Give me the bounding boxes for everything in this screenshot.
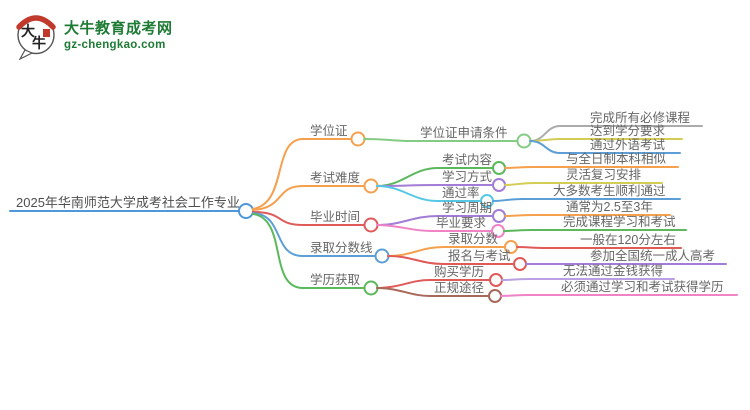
leaf-most-students-pass[interactable]: 大多数考生顺利通过 <box>553 183 666 198</box>
node-registration-and-exam[interactable]: 报名与考试 <box>448 248 511 263</box>
edge-complete-courses-and-exams <box>503 229 687 232</box>
node-degree-cert-requirements[interactable]: 学位证申请条件 <box>420 125 508 140</box>
leaf-meet-credit-requirements[interactable]: 达到学分要求 <box>590 123 666 138</box>
leaf-cannot-buy-with-money[interactable]: 无法通过金钱获得 <box>563 263 663 278</box>
diploma-acquisition-handle[interactable] <box>363 280 379 296</box>
node-diploma-acquisition[interactable]: 学历获取 <box>310 272 361 287</box>
site-logo[interactable]: 大 牛 大牛教育成考网 gz-chengkao.com <box>16 12 173 60</box>
node-study-period[interactable]: 学习周期 <box>442 200 492 215</box>
logo-icon: 大 牛 <box>16 15 56 60</box>
node-admission-score[interactable]: 录取分数 <box>448 231 499 246</box>
logo-bubble-tail <box>18 49 34 60</box>
node-study-method[interactable]: 学习方式 <box>442 169 493 184</box>
edge-most-students-pass <box>492 198 681 202</box>
edge-graduation-time <box>252 211 365 226</box>
leaf-flexible-review[interactable]: 灵活复习安排 <box>566 167 642 182</box>
admission-score-line-handle[interactable] <box>374 248 390 264</box>
leaf-must-study-and-exam[interactable]: 必须通过学习和考试获得学历 <box>561 279 724 294</box>
edge-around-120-points <box>516 246 682 249</box>
logo-char-2: 牛 <box>32 35 46 51</box>
degree-cert-requirements-handle[interactable] <box>516 133 532 149</box>
node-exam-difficulty[interactable]: 考试难度 <box>310 170 361 185</box>
root-handle[interactable] <box>238 203 254 219</box>
edge-degree-cert <box>252 138 352 210</box>
edge-pass-foreign-language-exam <box>529 140 681 154</box>
edge-admission-score-line <box>252 212 376 257</box>
registration-and-exam-handle[interactable] <box>513 257 527 271</box>
node-legit-path[interactable]: 正规途径 <box>434 280 484 295</box>
leaf-pass-foreign-language-exam[interactable]: 通过外语考试 <box>590 137 666 152</box>
study-period-handle[interactable] <box>492 209 506 223</box>
exam-content-handle[interactable] <box>492 161 506 175</box>
node-graduation-time[interactable]: 毕业时间 <box>310 210 360 224</box>
edge-registration-and-exam <box>387 255 515 265</box>
brand-domain: gz-chengkao.com <box>64 38 166 51</box>
brand-name: 大牛教育成考网 <box>64 20 173 38</box>
node-buy-diploma[interactable]: 购买学历 <box>434 264 484 279</box>
edge-graduation-requirements <box>376 224 493 232</box>
node-root[interactable]: 2025年华南师范大学成考社会工作专业 <box>16 195 240 210</box>
leaf-national-adult-exam[interactable]: 参加全国统一成人高考 <box>590 248 715 263</box>
edge-degree-cert-requirements <box>363 138 518 142</box>
exam-difficulty-handle[interactable] <box>363 178 379 194</box>
degree-cert-handle[interactable] <box>350 131 366 147</box>
edge-cannot-buy-with-money <box>501 278 675 281</box>
node-admission-score-line[interactable]: 录取分数线 <box>310 240 373 255</box>
logo-seal <box>43 29 50 37</box>
logo-char-1: 大 <box>21 23 35 39</box>
edge-exam-difficulty <box>252 185 365 211</box>
edge-must-study-and-exam <box>500 294 738 297</box>
leaf-similar-to-fulltime[interactable]: 与全日制本科相似 <box>566 151 667 166</box>
legit-path-handle[interactable] <box>488 289 502 303</box>
buy-diploma-handle[interactable] <box>489 273 503 287</box>
logo-red-arc <box>16 15 56 30</box>
leaf-around-120-points[interactable]: 一般在120分左右 <box>580 232 676 247</box>
node-pass-rate[interactable]: 通过率 <box>442 185 480 200</box>
leaf-complete-courses-and-exams[interactable]: 完成课程学习和考试 <box>563 214 676 229</box>
edge-pass-rate <box>376 185 482 202</box>
edge-legit-path <box>376 287 490 297</box>
graduation-time-handle[interactable] <box>363 217 379 233</box>
leaf-2-5-to-3-years[interactable]: 通常为2.5至3年 <box>566 200 653 214</box>
edge-flexible-review <box>504 182 663 186</box>
study-method-handle[interactable] <box>492 178 506 192</box>
edge-diploma-acquisition <box>252 213 365 289</box>
node-exam-content[interactable]: 考试内容 <box>442 152 492 167</box>
edge-2-5-to-3-years <box>504 214 671 217</box>
edge-similar-to-fulltime <box>504 166 679 169</box>
node-graduation-requirements[interactable]: 毕业要求 <box>436 216 487 230</box>
leaf-complete-required-courses[interactable]: 完成所有必修课程 <box>590 110 691 125</box>
node-degree-cert[interactable]: 学位证 <box>310 123 348 138</box>
